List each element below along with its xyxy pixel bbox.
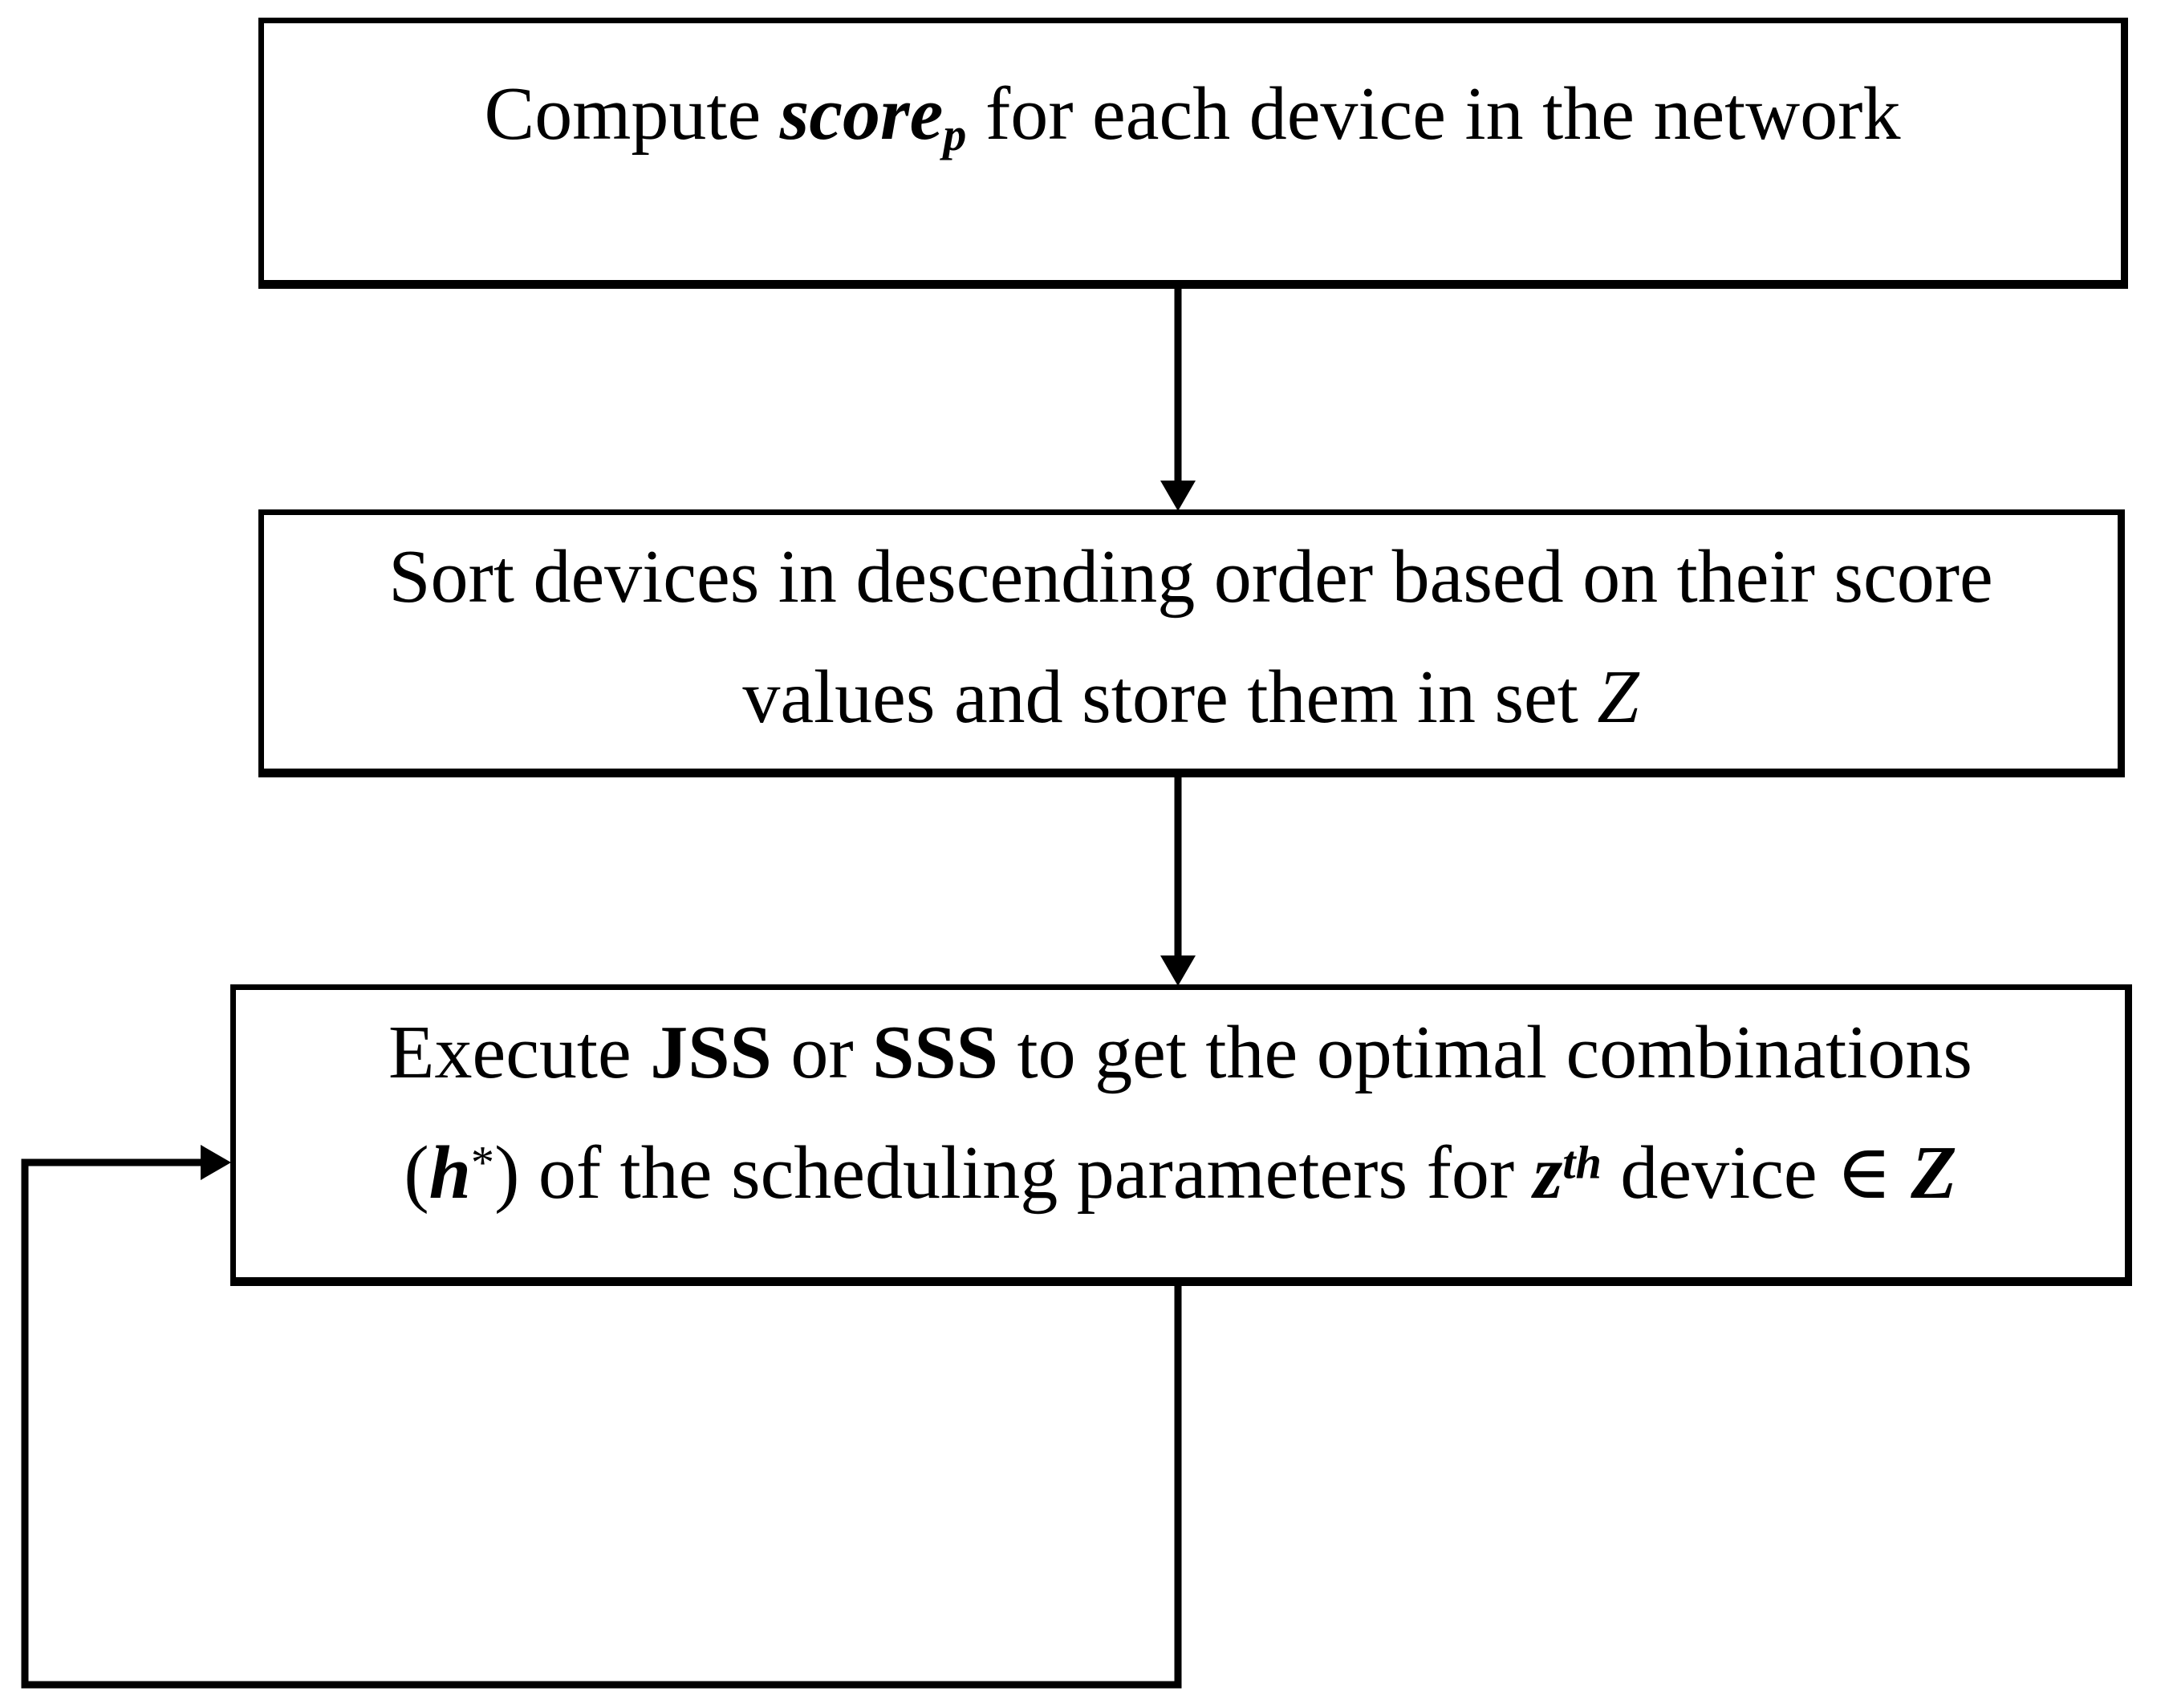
box-execute-scheduling-line-2: (h*) of the scheduling parameters for zt… bbox=[404, 1113, 1956, 1233]
text-segment-jss: JSS bbox=[650, 1011, 772, 1094]
box-sort-devices-line-2: values and store them in set Z bbox=[742, 637, 1639, 757]
text-segment: or bbox=[771, 1011, 873, 1094]
box-sort-devices-line-1: Sort devices in descending order based o… bbox=[388, 517, 1992, 637]
box-compute-score-line-1: Compute scorep for each device in the ne… bbox=[485, 54, 1901, 174]
text-segment-z: z bbox=[1533, 1131, 1563, 1215]
text-segment: values and store them in set bbox=[742, 655, 1598, 739]
box-execute-scheduling-line-1: Execute JSS or SSS to get the optimal co… bbox=[388, 992, 1972, 1113]
text-segment-subscript-p: p bbox=[943, 108, 967, 160]
text-segment: to get the optimal combinations bbox=[997, 1011, 1972, 1094]
text-segment-superscript-star: * bbox=[470, 1136, 495, 1189]
text-segment: for each device in the network bbox=[966, 71, 1901, 156]
text-segment-h: h bbox=[428, 1131, 471, 1215]
text-segment: Compute bbox=[484, 71, 780, 156]
arrow-compute-to-sort-head bbox=[1160, 481, 1196, 511]
feedback-loop-head bbox=[201, 1145, 231, 1180]
box-compute-score: Compute scorep for each device in the ne… bbox=[258, 18, 2128, 289]
text-segment: Sort devices in descending order based o… bbox=[388, 535, 1993, 619]
box-execute-scheduling: Execute JSS or SSS to get the optimal co… bbox=[230, 984, 2132, 1286]
box-sort-devices: Sort devices in descending order based o… bbox=[258, 509, 2125, 777]
arrow-sort-to-execute-head bbox=[1160, 955, 1196, 986]
text-segment-element-of: device ∈ bbox=[1601, 1131, 1911, 1215]
text-segment: ( bbox=[404, 1131, 429, 1215]
text-segment-sss: SSS bbox=[872, 1011, 998, 1094]
text-segment-set-z-bold: Z bbox=[1911, 1131, 1957, 1215]
text-segment-score: score bbox=[779, 71, 944, 156]
text-segment: ) of the scheduling parameters for bbox=[494, 1131, 1533, 1215]
text-segment-superscript-th: th bbox=[1562, 1136, 1602, 1189]
text-segment-set-z: Z bbox=[1597, 655, 1639, 739]
text-segment: Execute bbox=[388, 1011, 651, 1094]
